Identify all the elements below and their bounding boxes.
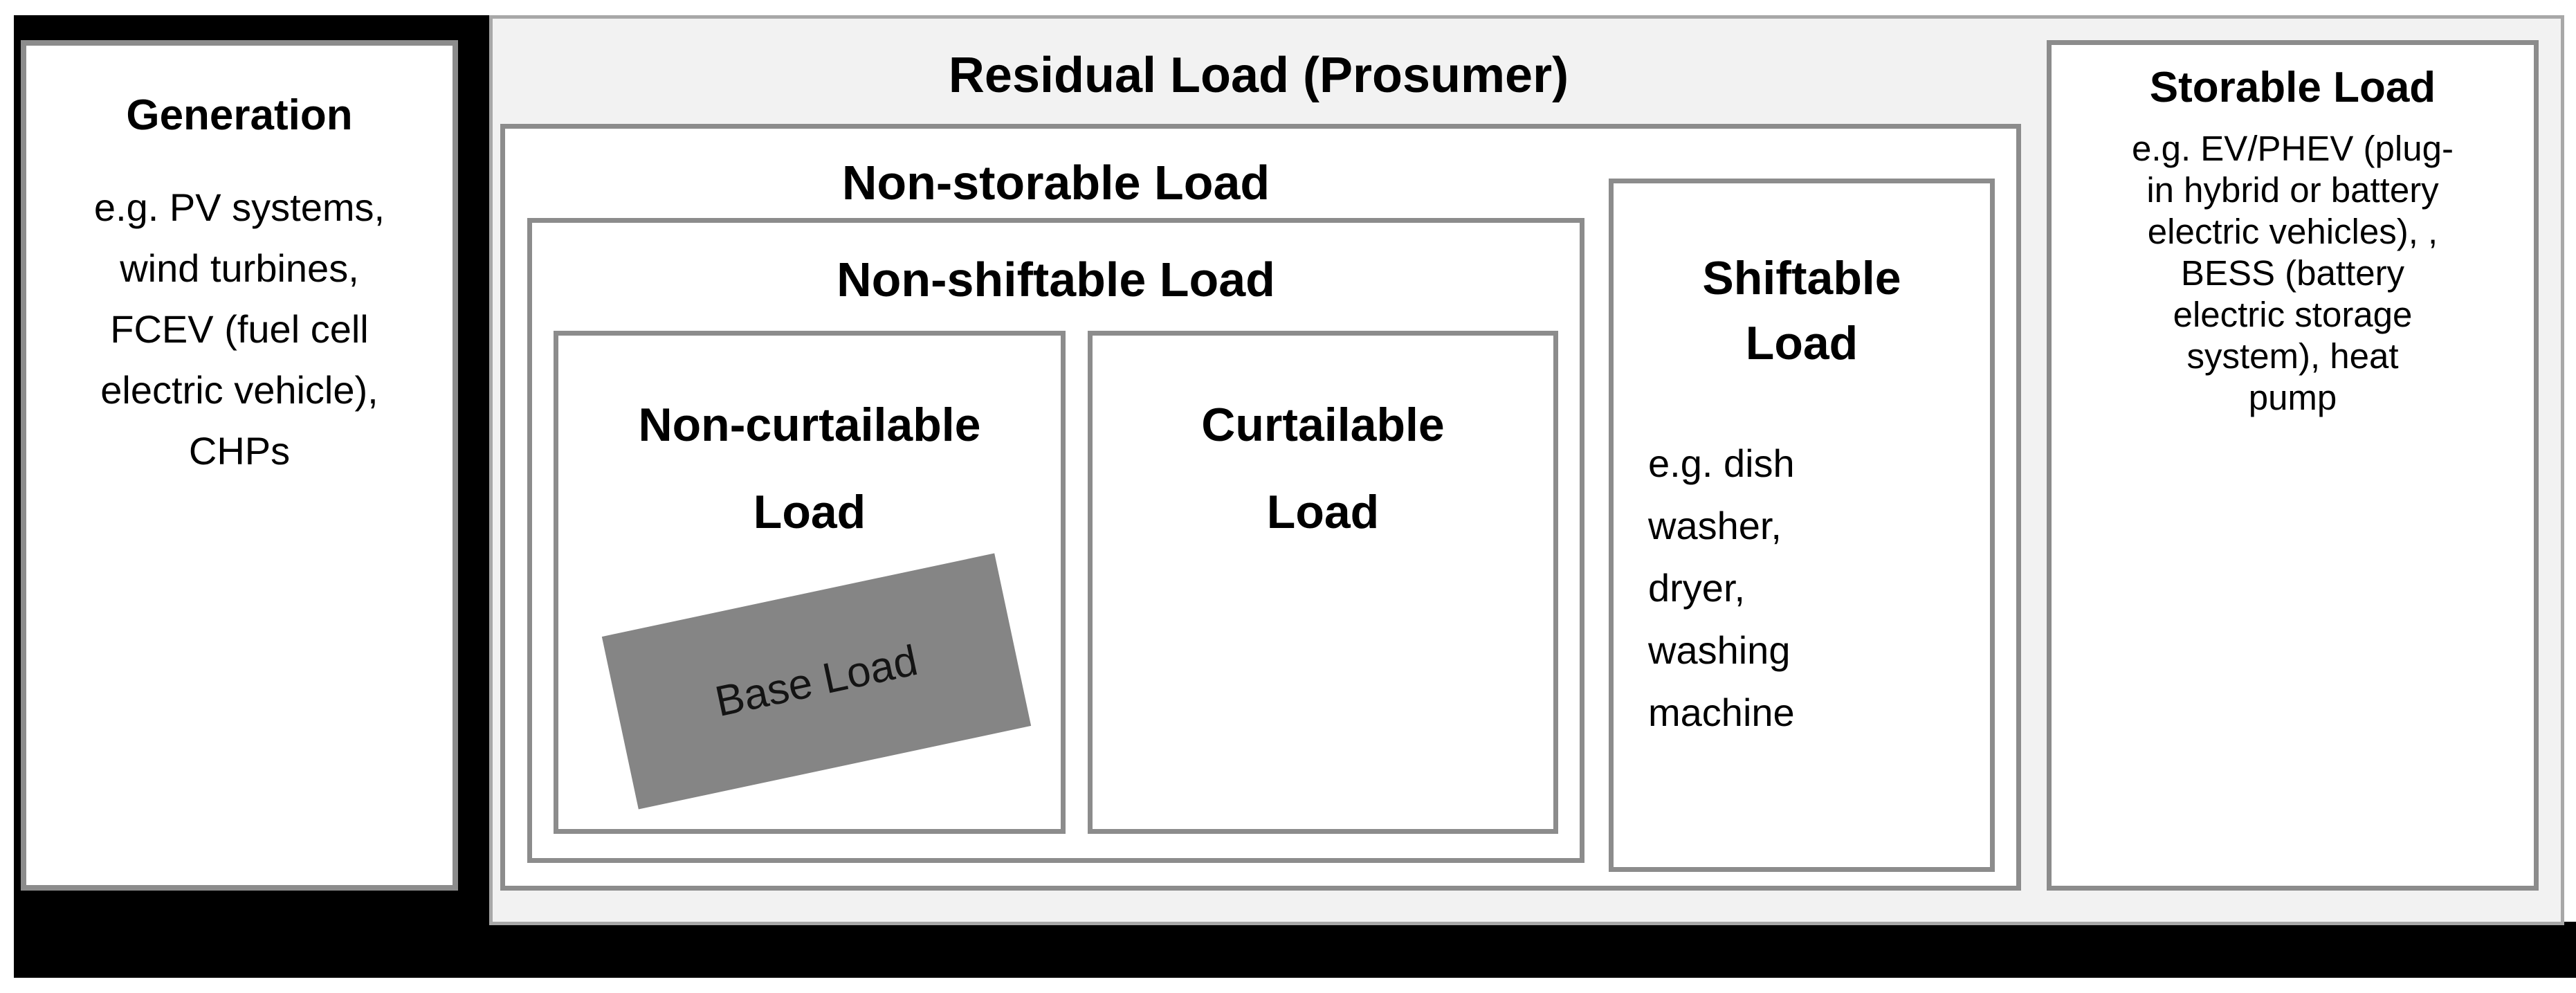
generation-example-line: CHPs [188, 429, 291, 473]
generation-examples: e.g. PV systems, wind turbines, FCEV (fu… [26, 177, 453, 482]
shiftable-load-box: Shiftable Load e.g. dish washer, dryer, … [1609, 179, 1995, 872]
generation-title: Generation [126, 91, 353, 139]
title-line: Load [753, 486, 866, 538]
non-curtailable-load-box: Non-curtailable Load Base Load [554, 331, 1066, 834]
generation-example-line: e.g. PV systems, [93, 185, 385, 229]
shiftable-example-line: washing [1648, 628, 1791, 672]
shiftable-load-title: Shiftable Load [1614, 246, 1990, 376]
residual-load-container: Residual Load (Prosumer) Non-storable Lo… [489, 15, 2564, 925]
title-line: Non-curtailable [638, 399, 981, 451]
title-line: Curtailable [1201, 399, 1445, 451]
title-line: Load [1266, 486, 1380, 538]
base-load-label: Base Load [711, 636, 922, 727]
non-shiftable-load-title: Non-shiftable Load [837, 253, 1275, 307]
title-line: Load [1745, 317, 1858, 370]
storable-load-title: Storable Load [2149, 64, 2436, 111]
non-curtailable-load-title: Non-curtailable Load [558, 381, 1061, 556]
storable-example-line: electric storage [2173, 295, 2413, 334]
title-line: Shiftable [1702, 252, 1901, 304]
non-storable-load-box: Non-storable Load Non-shiftable Load Non… [500, 124, 2021, 891]
storable-example-line: in hybrid or battery [2146, 170, 2439, 210]
black-backdrop-bottom [14, 922, 2576, 978]
curtailable-load-title: Curtailable Load [1093, 381, 1553, 556]
base-load-tag: Base Load [601, 553, 1032, 810]
shiftable-load-examples: e.g. dish washer, dryer, washing machine [1614, 432, 1990, 744]
storable-example-line: BESS (battery [2180, 253, 2405, 293]
shiftable-example-line: e.g. dish [1648, 441, 1795, 485]
generation-box: Generation e.g. PV systems, wind turbine… [21, 40, 458, 891]
shiftable-example-line: machine [1648, 691, 1795, 734]
generation-example-line: wind turbines, [120, 246, 359, 290]
generation-example-line: electric vehicle), [100, 368, 378, 412]
storable-example-line: system), heat [2186, 336, 2399, 376]
non-shiftable-load-box: Non-shiftable Load Non-curtailable Load … [527, 218, 1584, 863]
storable-example-line: electric vehicles), , [2147, 212, 2438, 251]
residual-load-title: Residual Load (Prosumer) [948, 48, 1569, 103]
generation-example-line: FCEV (fuel cell [110, 307, 369, 351]
storable-load-box: Storable Load e.g. EV/PHEV (plug- in hyb… [2047, 40, 2539, 891]
storable-example-line: e.g. EV/PHEV (plug- [2132, 129, 2454, 168]
shiftable-example-line: washer, [1648, 504, 1782, 547]
curtailable-load-box: Curtailable Load [1088, 331, 1558, 834]
shiftable-example-line: dryer, [1648, 566, 1746, 610]
storable-example-line: pump [2248, 378, 2337, 417]
storable-load-examples: e.g. EV/PHEV (plug- in hybrid or battery… [2052, 128, 2534, 419]
non-storable-load-title: Non-storable Load [841, 156, 1270, 210]
